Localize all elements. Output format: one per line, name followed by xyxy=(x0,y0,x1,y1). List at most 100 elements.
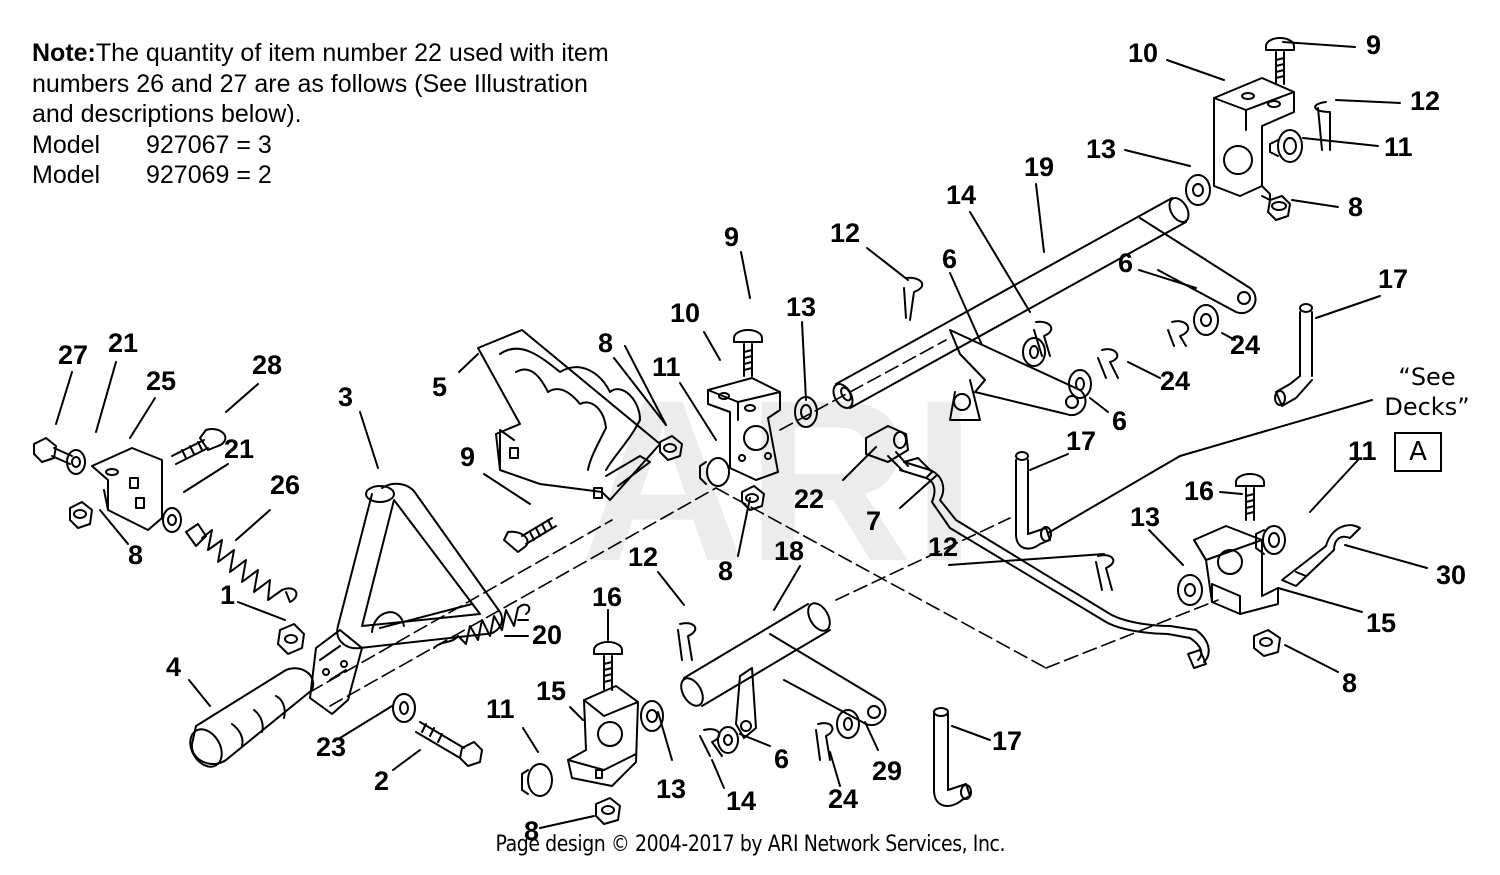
bushing-lower-left xyxy=(521,763,553,797)
bushing-center xyxy=(699,457,730,487)
callout-numbers: 9 10 12 11 13 8 19 14 6 6 12 9 13 10 8 1… xyxy=(58,30,1466,846)
callout-12: 12 xyxy=(1410,86,1440,116)
note-line-3: and descriptions below). xyxy=(32,100,302,128)
main-shaft xyxy=(832,197,1190,409)
callout-13: 13 xyxy=(1086,134,1116,164)
pivot-pin-upper-right xyxy=(1274,303,1313,407)
carriage-bolt-right xyxy=(1235,473,1265,521)
washer-right-lower xyxy=(1177,574,1203,606)
nut-right-lower xyxy=(1253,629,1281,657)
nut-left xyxy=(69,501,93,529)
nut-center-lower xyxy=(741,485,765,511)
callout-1: 1 xyxy=(220,580,235,610)
callout-8: 8 xyxy=(1342,668,1357,698)
carriage-bolt-center xyxy=(733,329,763,377)
model-label: Model xyxy=(32,161,101,189)
callout-21: 21 xyxy=(108,328,138,358)
model-value: 927069 = 2 xyxy=(146,161,272,189)
callout-19: 19 xyxy=(1024,152,1054,182)
callout-6: 6 xyxy=(1118,248,1133,278)
shaft-arms xyxy=(949,217,1257,421)
rod-end-22 xyxy=(865,425,909,463)
callout-20: 20 xyxy=(532,620,562,650)
bracket-top-right xyxy=(1213,77,1295,201)
callout-8: 8 xyxy=(524,816,539,846)
handle-grip xyxy=(189,667,315,768)
washer-lower-right xyxy=(836,709,860,739)
callout-8: 8 xyxy=(128,540,143,570)
callout-8: 8 xyxy=(598,328,613,358)
callout-10: 10 xyxy=(670,298,700,328)
callout-8: 8 xyxy=(718,556,733,586)
hairpin-lower-right xyxy=(815,722,834,761)
washer-lower-left xyxy=(640,700,664,732)
callout-17: 17 xyxy=(1378,264,1408,294)
callout-12: 12 xyxy=(628,542,658,572)
see-decks-line-2: Decks” xyxy=(1384,393,1470,421)
callout-28: 28 xyxy=(252,350,282,380)
callout-7: 7 xyxy=(866,506,881,536)
callout-25: 25 xyxy=(146,366,176,396)
hairpins-and-washers-shaft xyxy=(903,276,1219,399)
carriage-bolt-lower-left xyxy=(593,641,623,691)
bracket-center xyxy=(707,377,781,481)
callout-11: 11 xyxy=(486,694,515,724)
note-line-2: numbers 26 and 27 are as follows (See Il… xyxy=(32,69,588,98)
model-value: 927067 = 3 xyxy=(146,130,272,159)
callout-18: 18 xyxy=(774,536,804,566)
see-decks-line-1: “See xyxy=(1398,363,1456,391)
callout-13: 13 xyxy=(786,292,816,322)
callout-24: 24 xyxy=(828,784,858,814)
note-label: Note: xyxy=(32,39,96,67)
callout-14: 14 xyxy=(726,786,756,816)
callout-16: 16 xyxy=(1184,476,1214,506)
washer-top-right xyxy=(1185,174,1211,206)
bolt-2 xyxy=(415,721,483,767)
callout-16: 16 xyxy=(592,582,622,612)
callout-27: 27 xyxy=(58,340,88,370)
watermark: ARI xyxy=(580,352,976,609)
spring-small xyxy=(433,603,531,649)
washer-21-upper xyxy=(66,449,86,475)
carriage-bolt-28 xyxy=(171,428,227,465)
callout-29: 29 xyxy=(872,756,902,786)
hairpin-lower-mid xyxy=(699,728,723,757)
strap-30 xyxy=(1281,524,1361,587)
bracket-left xyxy=(91,447,163,531)
callout-15: 15 xyxy=(536,676,566,706)
spring-long xyxy=(185,523,298,603)
bracket-right-lower xyxy=(1193,525,1279,615)
callout-6: 6 xyxy=(774,744,789,774)
hairpin-top-right xyxy=(1314,101,1331,151)
copyright-footer: Page design © 2004-2017 by ARI Network S… xyxy=(495,832,1006,857)
callout-11: 11 xyxy=(652,352,681,382)
model-label: Model xyxy=(32,130,101,159)
callout-9: 9 xyxy=(1366,30,1381,60)
bracket-left-lower xyxy=(567,685,639,787)
link-rod xyxy=(887,451,1210,669)
nut-top-right xyxy=(1267,195,1291,221)
callout-3: 3 xyxy=(338,382,353,412)
callout-8: 8 xyxy=(1348,192,1363,222)
pivot-pin-center xyxy=(1015,451,1052,550)
callout-24: 24 xyxy=(1230,330,1260,360)
washer-center xyxy=(794,396,818,428)
callout-30: 30 xyxy=(1436,560,1466,590)
washer-lower-mid xyxy=(717,726,739,754)
callout-12: 12 xyxy=(830,218,860,248)
reference-box-a: A xyxy=(1394,432,1442,472)
quadrant-plate xyxy=(477,329,661,501)
callout-17: 17 xyxy=(992,726,1022,756)
callout-6: 6 xyxy=(1112,406,1127,436)
hairpin-lower-left xyxy=(677,622,697,661)
callout-14: 14 xyxy=(946,180,976,210)
model-row: Model 927069 = 2 xyxy=(32,160,609,191)
callout-13: 13 xyxy=(1130,502,1160,532)
carriage-bolt-quadrant xyxy=(503,517,557,553)
quantity-note: Note:The quantity of item number 22 used… xyxy=(32,38,609,191)
see-decks-reference: “See Decks” xyxy=(1372,362,1482,422)
washer-23 xyxy=(392,693,416,723)
note-line-1: The quantity of item number 22 used with… xyxy=(95,39,609,67)
callout-15: 15 xyxy=(1366,608,1396,638)
